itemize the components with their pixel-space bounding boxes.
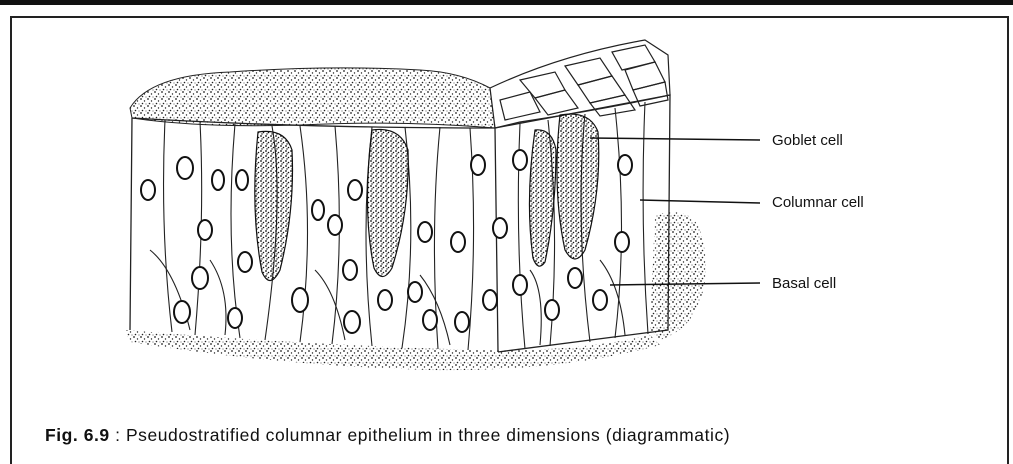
side-connective-tissue [650, 212, 706, 340]
figure-caption: Fig. 6.9 : Pseudostratified columnar epi… [45, 425, 730, 446]
goblet-leader [590, 138, 760, 140]
caption-text: Pseudostratified columnar epithelium in … [126, 425, 730, 445]
basement-membrane [125, 330, 660, 370]
basal-cell-label: Basal cell [772, 275, 836, 292]
basal-leader [610, 283, 760, 285]
apical-surface [130, 68, 495, 128]
figure-number: Fig. 6.9 [45, 425, 110, 445]
goblet-cell-label: Goblet cell [772, 132, 843, 149]
columnar-leader [640, 200, 760, 203]
caption-separator: : [110, 425, 126, 445]
columnar-cell-label: Columnar cell [772, 194, 864, 211]
